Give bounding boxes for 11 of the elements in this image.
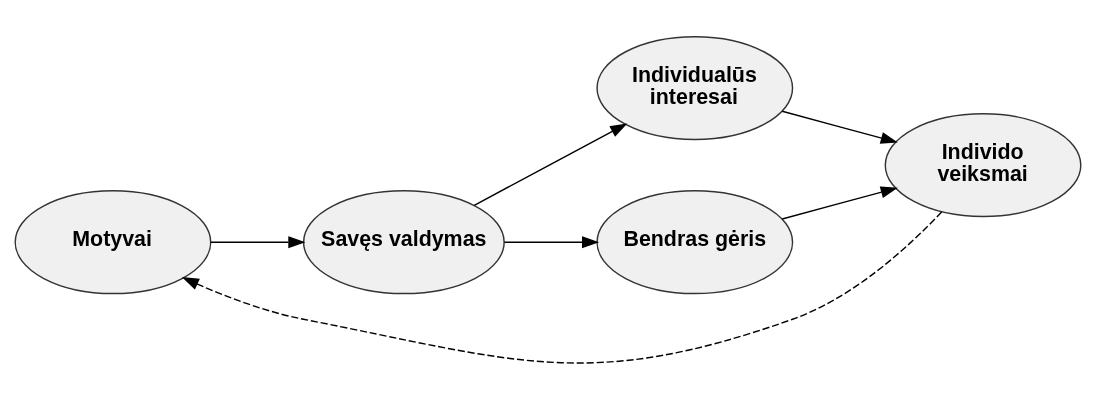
node-ellipse: Bendras gėris bbox=[596, 190, 794, 295]
node-ellipse: Savęs valdymas bbox=[302, 190, 505, 295]
node-ellipse: Individo veiksmai bbox=[884, 113, 1082, 218]
node-ellipse: Motyvai bbox=[14, 190, 212, 295]
arrow bbox=[210, 236, 306, 249]
arrow bbox=[781, 186, 898, 220]
arrow bbox=[781, 110, 898, 144]
arrow bbox=[473, 123, 628, 206]
arrow bbox=[181, 211, 943, 364]
node-ellipse: Individualūs interesai bbox=[596, 36, 794, 141]
arrow bbox=[503, 236, 600, 249]
